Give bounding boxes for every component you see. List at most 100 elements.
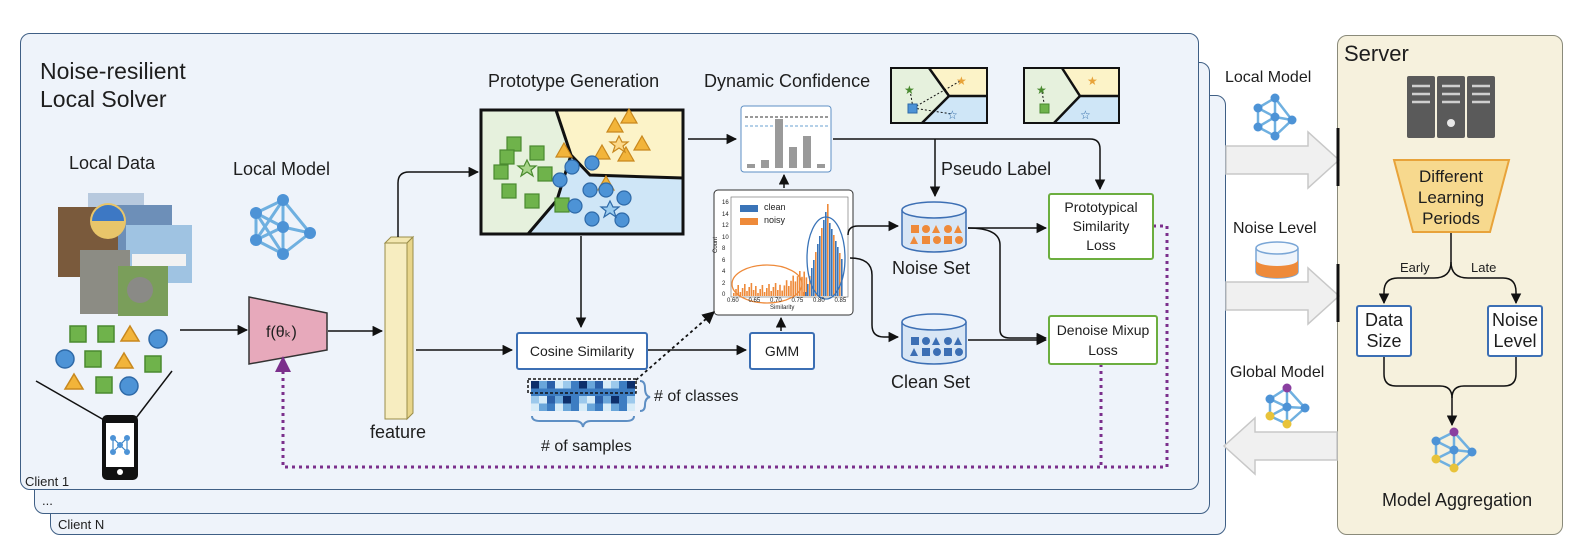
matrix-cell: [579, 403, 587, 411]
client-label-n: Client N: [58, 517, 105, 532]
data-size-box: Data Size: [1356, 305, 1412, 357]
matrix-cell: [563, 403, 571, 411]
histogram-bar: [819, 236, 821, 296]
noise-level-line-2: Level: [1493, 331, 1537, 351]
histogram-bar: [783, 285, 786, 296]
histogram-bar: [741, 288, 744, 296]
late-label: Late: [1471, 260, 1497, 275]
matrix-cell: [571, 381, 579, 389]
transfer-noise-level-label: Noise Level: [1233, 220, 1317, 237]
histogram-bar: [823, 220, 825, 296]
proto-loss-line-1: Prototypical: [1064, 199, 1138, 215]
matrix-cell: [587, 381, 595, 389]
histogram-bar: [768, 284, 770, 296]
matrix-cell: [603, 396, 611, 404]
histogram-bar: [837, 247, 839, 296]
local-data-shapes: [55, 324, 168, 396]
server-rack-icon: [1407, 76, 1495, 138]
histogram-bar: [748, 287, 750, 296]
svg-text:☆: ☆: [1080, 108, 1091, 122]
matrix-cell: [531, 403, 539, 411]
noise-level-beaker-icon: [1255, 241, 1299, 279]
matrix-cell: [571, 403, 579, 411]
histogram-xtick: 0.60: [727, 298, 739, 304]
svg-text:★: ★: [956, 74, 967, 88]
histogram-bar: [781, 290, 783, 296]
histogram-bar: [799, 271, 801, 296]
matrix-cell: [547, 396, 555, 404]
histogram-bar: [761, 285, 764, 296]
histogram-bar: [763, 292, 766, 296]
feature-label: feature: [370, 422, 427, 442]
matrix-cell: [555, 388, 563, 396]
matrix-cell: [579, 381, 587, 389]
mixup-loss-line-1: Denoise Mixup: [1056, 322, 1150, 338]
matrix-cell: [539, 403, 547, 411]
histogram-bar: [794, 281, 797, 296]
matrix-cell: [619, 403, 627, 411]
histogram-bar: [803, 292, 805, 296]
noise-set-cylinder: [901, 201, 967, 253]
model-aggregation-label: Model Aggregation: [1382, 490, 1533, 510]
histogram-ytick: 2: [722, 280, 726, 287]
svg-text:★: ★: [1087, 74, 1098, 88]
noise-level-box: Noise Level: [1487, 305, 1543, 357]
histogram-bar: [809, 276, 811, 296]
histogram-bar: [807, 284, 809, 296]
similarity-histogram: [713, 189, 854, 316]
histogram-xtick: 0.70: [770, 298, 782, 304]
classes-label: # of classes: [654, 388, 739, 405]
learning-periods-block: [1392, 159, 1511, 233]
histogram-ytick: 4: [722, 269, 726, 275]
matrix-cell: [627, 403, 635, 411]
matrix-cell: [611, 381, 619, 389]
histogram-bar: [835, 241, 837, 296]
transfer-global-model-label: Global Model: [1230, 364, 1325, 381]
feature-bar: [383, 235, 415, 421]
histogram-bar: [733, 293, 735, 296]
matrix-cell: [587, 396, 595, 404]
histogram-xlabel: Similarity: [770, 305, 795, 311]
encoder-block: [248, 296, 328, 365]
matrix-cell: [555, 396, 563, 404]
samples-label: # of samples: [541, 438, 632, 455]
download-arrow-global-model: [1222, 416, 1338, 476]
histogram-ytick: 16: [722, 200, 729, 206]
periods-line-3: Periods: [1422, 209, 1480, 228]
histogram-bar: [841, 259, 843, 296]
similarity-matrix: [531, 381, 635, 411]
histogram-bar: [805, 277, 808, 296]
histogram-bar: [737, 285, 739, 296]
aggregated-model-icon: [1431, 427, 1477, 473]
confidence-bar-chart: [740, 105, 832, 173]
matrix-cell: [627, 396, 635, 404]
histogram-legend-clean: clean: [764, 202, 786, 212]
histogram-bar: [757, 293, 759, 296]
matrix-cell: [627, 381, 635, 389]
histogram-bar: [833, 235, 835, 296]
histogram-bar: [831, 229, 833, 296]
periods-line-1: Different: [1419, 167, 1483, 186]
histogram-bar: [825, 212, 827, 296]
histogram-bar: [744, 284, 746, 296]
histogram-legend-noisy: noisy: [764, 215, 786, 225]
learning-periods-label: Different Learning Periods: [1405, 166, 1497, 229]
histogram-bar: [777, 290, 779, 296]
matrix-cell: [579, 396, 587, 404]
transfer-local-model-label: Local Model: [1225, 69, 1312, 86]
confidence-voronoi-1: ★ ★ ☆: [890, 67, 988, 124]
mixup-loss-line-2: Loss: [1088, 342, 1118, 358]
svg-text:☆: ☆: [947, 108, 958, 122]
matrix-cell: [611, 403, 619, 411]
histogram-bar: [829, 223, 831, 296]
histogram-bar: [790, 280, 792, 296]
matrix-cell: [595, 388, 603, 396]
matrix-cell: [619, 396, 627, 404]
gmm-box: GMM: [749, 332, 815, 370]
svg-text:★: ★: [904, 83, 915, 97]
matrix-cell: [595, 381, 603, 389]
matrix-cell: [571, 396, 579, 404]
histogram-xtick: 0.85: [834, 298, 847, 304]
svg-text:★: ★: [1036, 83, 1047, 97]
matrix-cell: [595, 403, 603, 411]
